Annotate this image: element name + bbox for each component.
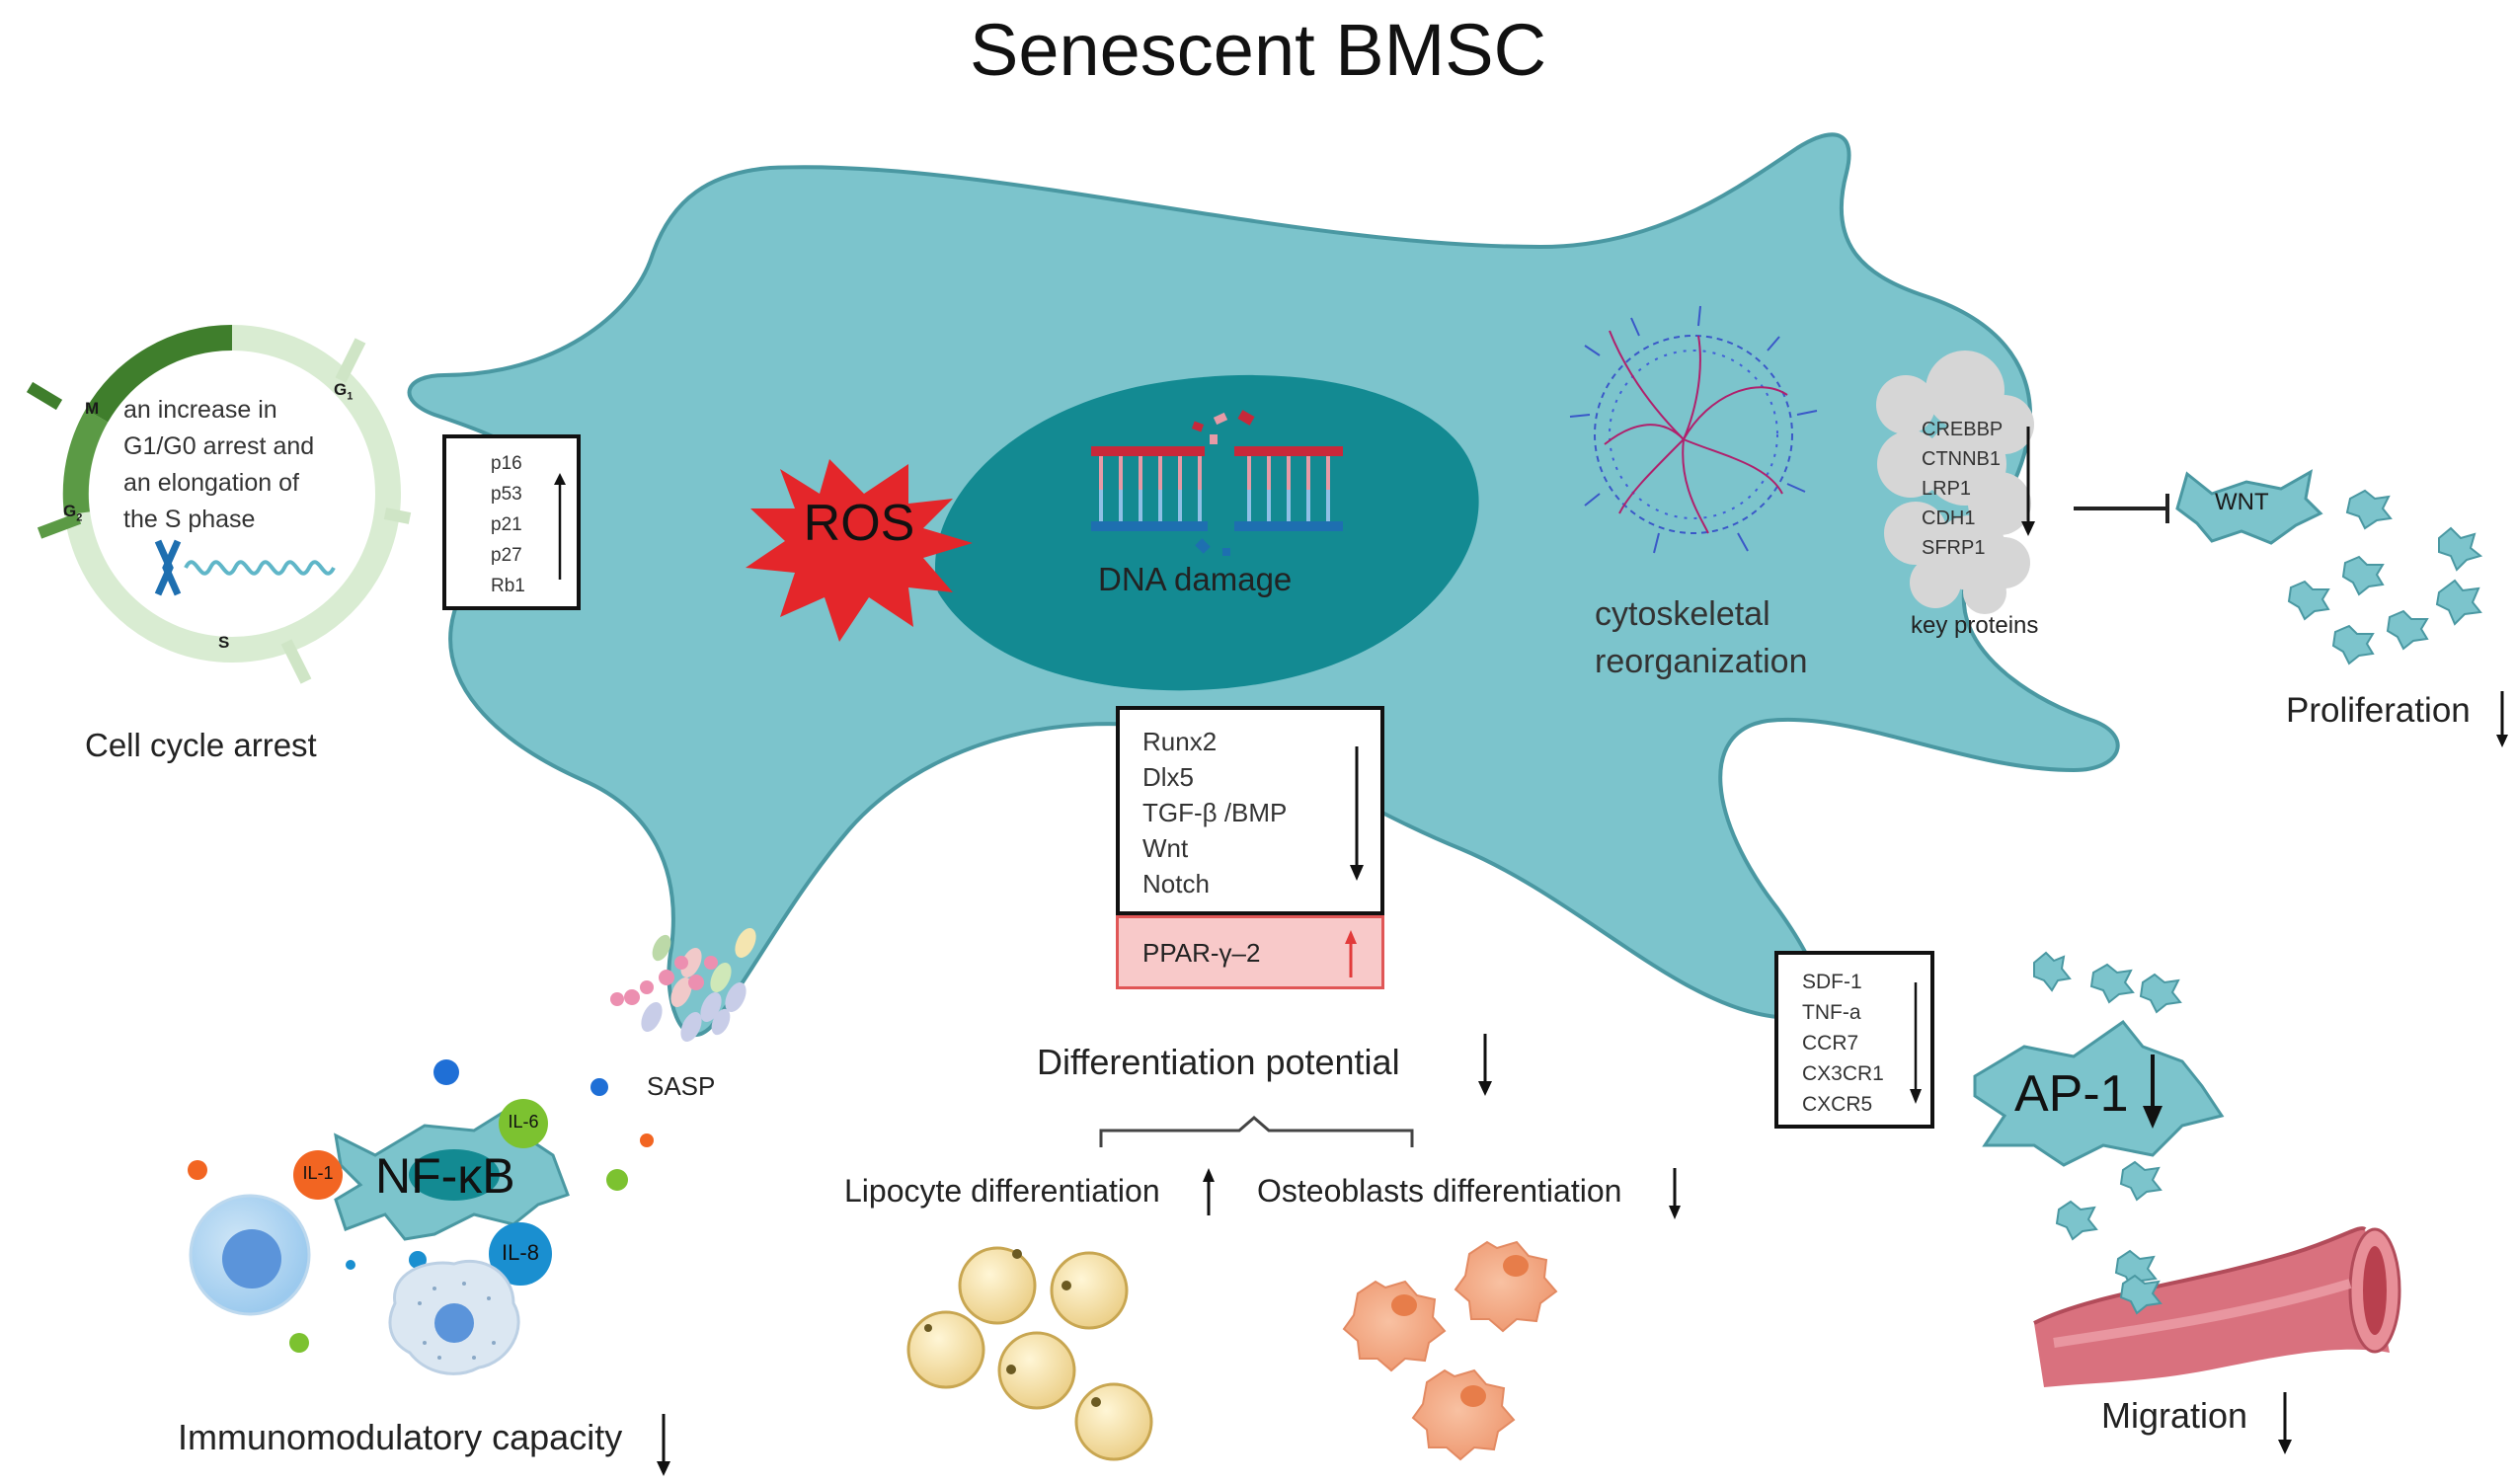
ros-label: ROS (803, 495, 915, 552)
proliferating-cells (2287, 489, 2483, 665)
down-arrow-icon (1910, 982, 1922, 1104)
down-arrow-icon (2278, 1392, 2292, 1454)
phase-g2-label: G2 (63, 502, 83, 524)
dna-damage-icon (1091, 410, 1343, 556)
phase-s-label: S (218, 633, 230, 652)
immunomodulatory-label: Immunomodulatory capacity (178, 1417, 623, 1457)
down-arrow-icon (2496, 691, 2508, 747)
migration-item: TNF-a (1802, 1001, 1861, 1024)
osteoblast-label: Osteoblasts differentiation (1257, 1173, 1622, 1209)
immune-cell-macrophage (388, 1259, 520, 1375)
cytoskeletal-label: cytoskeletal reorganization (1595, 590, 1807, 685)
wnt-label: WNT (2215, 489, 2269, 515)
cell-cycle-ring (26, 324, 412, 684)
key-protein-item: CDH1 (1922, 508, 1976, 529)
il1-circle (293, 1150, 343, 1200)
nfkb-nucleus (409, 1149, 500, 1201)
differentiation-bracket (1099, 1116, 1414, 1147)
migration-item: CCR7 (1802, 1032, 1859, 1054)
up-arrow-icon (1203, 1168, 1215, 1215)
diagram-title: Senescent BMSC (969, 9, 1547, 91)
checkpoint-item: p53 (491, 484, 522, 505)
immune-cell-lymphocyte (189, 1194, 311, 1316)
osteoblasts (1342, 1240, 1558, 1461)
differentiation-item: Wnt (1142, 833, 1189, 863)
key-proteins-label: key proteins (1911, 612, 2039, 639)
cell-cycle-description: an increase in G1/G0 arrest and an elong… (123, 392, 314, 538)
key-protein-item: CREBBP (1922, 419, 2004, 440)
differentiation-potential-label: Differentiation potential (1037, 1042, 1400, 1082)
description-line: the S phase (123, 506, 256, 533)
il6-label: IL-6 (508, 1112, 539, 1132)
down-arrow-icon (1350, 746, 1364, 881)
phase-m-label: M (85, 399, 100, 418)
differentiation-item: Runx2 (1142, 727, 1218, 756)
differentiation-item: Notch (1142, 869, 1210, 898)
lipocytes (906, 1246, 1153, 1461)
migrating-cells (2033, 951, 2182, 1290)
down-arrow-icon (1669, 1168, 1681, 1219)
checkpoint-item: p27 (491, 545, 522, 566)
checkpoint-item: Rb1 (491, 576, 525, 596)
wnt-cell (2175, 469, 2323, 545)
il8-circle (489, 1222, 552, 1286)
ros-burst (746, 459, 973, 642)
proliferation-label: Proliferation (2286, 691, 2471, 730)
differentiation-item: TGF-β /BMP (1142, 798, 1288, 827)
differentiation-box: Runx2 Dlx5 TGF-β /BMP Wnt Notch (1116, 706, 1384, 915)
il1-label: IL-1 (302, 1163, 334, 1183)
cytokine-dots (188, 1059, 654, 1353)
ppar-box: PPAR-γ–2 (1116, 915, 1384, 989)
phase-g1-label: G1 (334, 380, 354, 403)
checkpoint-box: p16 p53 p21 p27 Rb1 (442, 434, 581, 610)
description-line: an elongation of (123, 469, 299, 497)
checkpoint-item: p16 (491, 453, 522, 474)
up-arrow-icon (1345, 930, 1357, 977)
description-line: G1/G0 arrest and (123, 432, 315, 460)
migration-label: Migration (2101, 1395, 2248, 1436)
cytoskeletal-line: cytoskeletal (1595, 595, 1770, 633)
nfkb-label: NF-κB (375, 1148, 515, 1204)
migration-item: CXCR5 (1802, 1093, 1873, 1116)
migration-item: CX3CR1 (1802, 1062, 1884, 1085)
down-arrow-icon (1478, 1034, 1492, 1096)
ap1-cell (1973, 1019, 2225, 1167)
sasp-particles (610, 928, 756, 1042)
down-arrow-icon (657, 1414, 670, 1476)
key-proteins-list: CREBBP CTNNB1 LRP1 CDH1 SFRP1 (1922, 415, 2003, 563)
key-proteins-cloud (1876, 351, 2034, 614)
key-protein-item: LRP1 (1922, 478, 1972, 500)
migration-item: SDF-1 (1802, 971, 1862, 993)
cell-cycle-arrest-label: Cell cycle arrest (85, 727, 317, 763)
dna-damage-label: DNA damage (1098, 561, 1293, 597)
key-protein-item: SFRP1 (1922, 537, 1986, 559)
ap1-label: AP-1 (2014, 1065, 2129, 1123)
cytoskeletal-line: reorganization (1595, 643, 1808, 680)
down-arrow-icon (2021, 427, 2035, 536)
checkpoint-item: p21 (491, 514, 522, 535)
blood-vessel (2033, 1226, 2401, 1387)
cytoskeleton-icon (1569, 305, 1818, 554)
lipocyte-label: Lipocyte differentiation (844, 1173, 1160, 1209)
down-arrow-icon (2143, 1054, 2162, 1129)
sasp-label: SASP (647, 1071, 716, 1101)
il6-circle (499, 1099, 548, 1148)
description-line: an increase in (123, 396, 277, 424)
differentiation-item: Dlx5 (1142, 762, 1195, 792)
il8-label: IL-8 (502, 1240, 539, 1265)
key-protein-item: CTNNB1 (1922, 448, 2002, 470)
migration-box: SDF-1 TNF-a CCR7 CX3CR1 CXCR5 (1774, 951, 1934, 1129)
ppar-label: PPAR-γ–2 (1142, 938, 1261, 968)
up-arrow-icon (554, 473, 566, 580)
